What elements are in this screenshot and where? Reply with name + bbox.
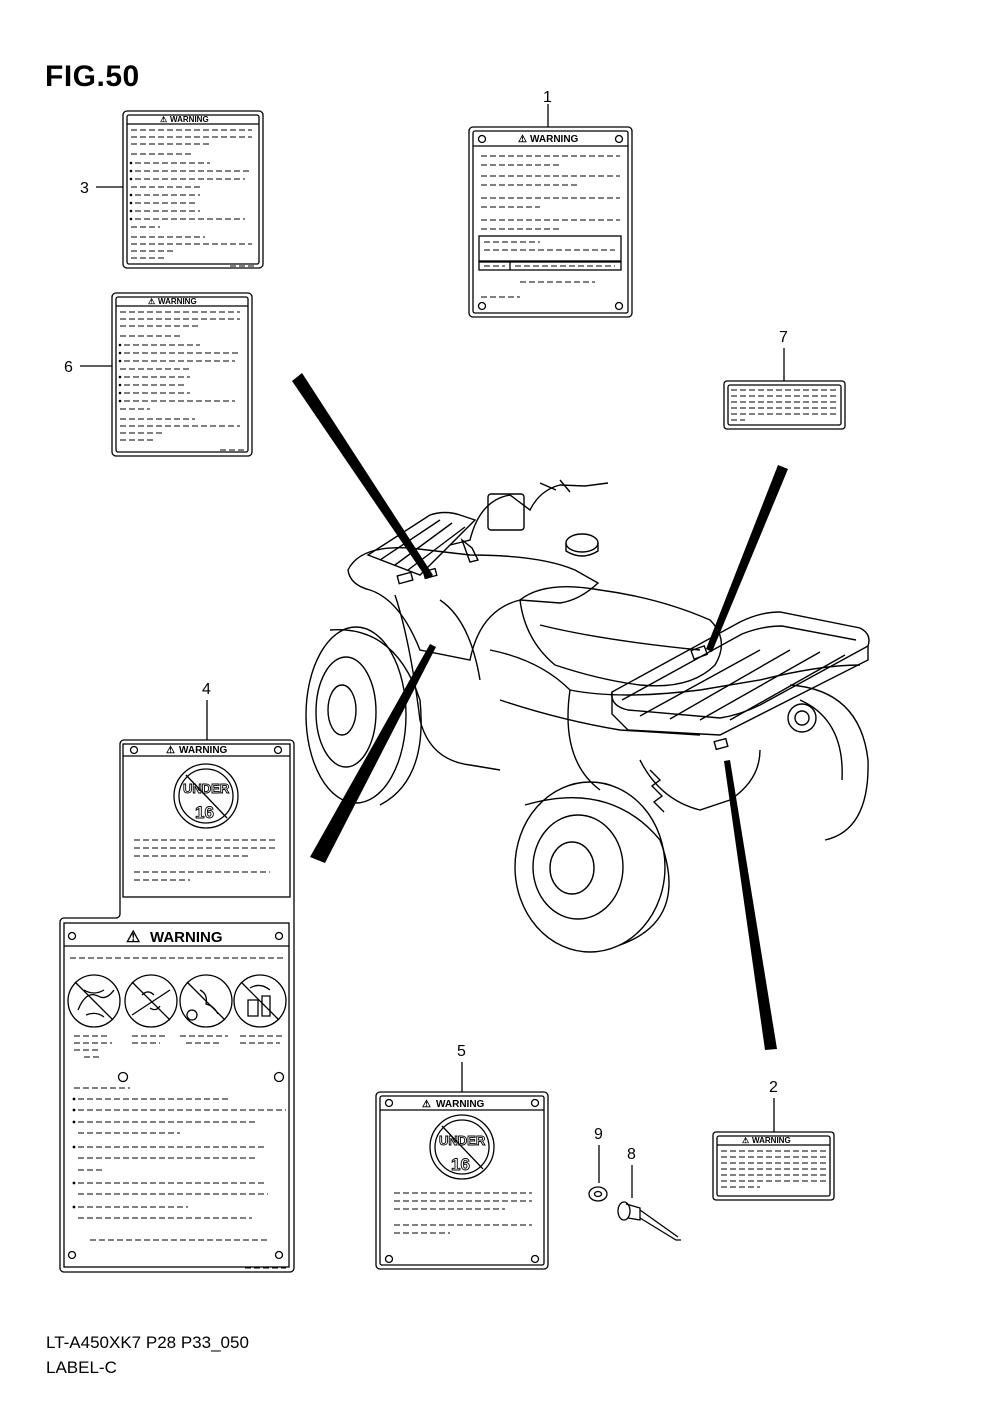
under-text: UNDER [439,1133,486,1148]
warning-icon: ⚠ [422,1099,431,1110]
pictogram-row [67,974,287,1028]
callout-5: 5 [457,1043,466,1060]
figure-title: FIG.50 [45,60,140,93]
label-2: 2 ⚠ WARNING [712,1079,835,1201]
figure-code: LT-A450XK7 P28 P33_050 [46,1333,249,1352]
warning-icon: ⚠ [742,1136,749,1145]
warning-icon: ⚠ [126,929,140,946]
label-4-warning-large: WARNING [150,929,223,946]
rivet-8: 8 [617,1146,681,1241]
label-1: 1 ⚠ WARNING [468,89,633,318]
label-6: 6 ⚠ WARNING [64,292,253,457]
age-text: 16 [451,1155,470,1174]
warning-icon: ⚠ [148,297,155,306]
label-4-warning: WARNING [179,745,228,756]
under-text: UNDER [183,781,230,796]
callout-9: 9 [594,1126,603,1143]
label-1-warning: WARNING [530,134,579,145]
callout-3: 3 [80,180,89,197]
label-6-warning: WARNING [158,297,197,306]
callout-7: 7 [779,329,788,346]
callout-2: 2 [769,1079,778,1096]
figure-name: LABEL-C [46,1358,117,1377]
label-4: 4 ⚠ WARNING UNDER 16 ⚠ WARNING [59,681,295,1273]
warning-icon: ⚠ [160,115,167,124]
pointer-wedges [292,373,788,1050]
label-3-warning: WARNING [170,115,209,124]
label-2-warning: WARNING [752,1136,791,1145]
warning-icon: ⚠ [518,134,527,145]
label-7: 7 [723,329,846,430]
callout-1: 1 [543,89,552,106]
no-under-16-icon: UNDER 16 [429,1114,495,1180]
warning-icon: ⚠ [166,745,175,756]
callout-8: 8 [627,1146,636,1163]
atv-illustration [305,479,870,953]
no-under-16-icon: UNDER 16 [173,763,239,829]
label-3: 3 ⚠ WARNING [80,110,264,269]
callout-4: 4 [202,681,211,698]
age-text: 16 [195,803,214,822]
washer-9: 9 [588,1126,608,1202]
callout-6: 6 [64,359,73,376]
label-5: 5 ⚠ WARNING UNDER 16 [375,1043,549,1270]
label-5-warning: WARNING [436,1099,485,1110]
